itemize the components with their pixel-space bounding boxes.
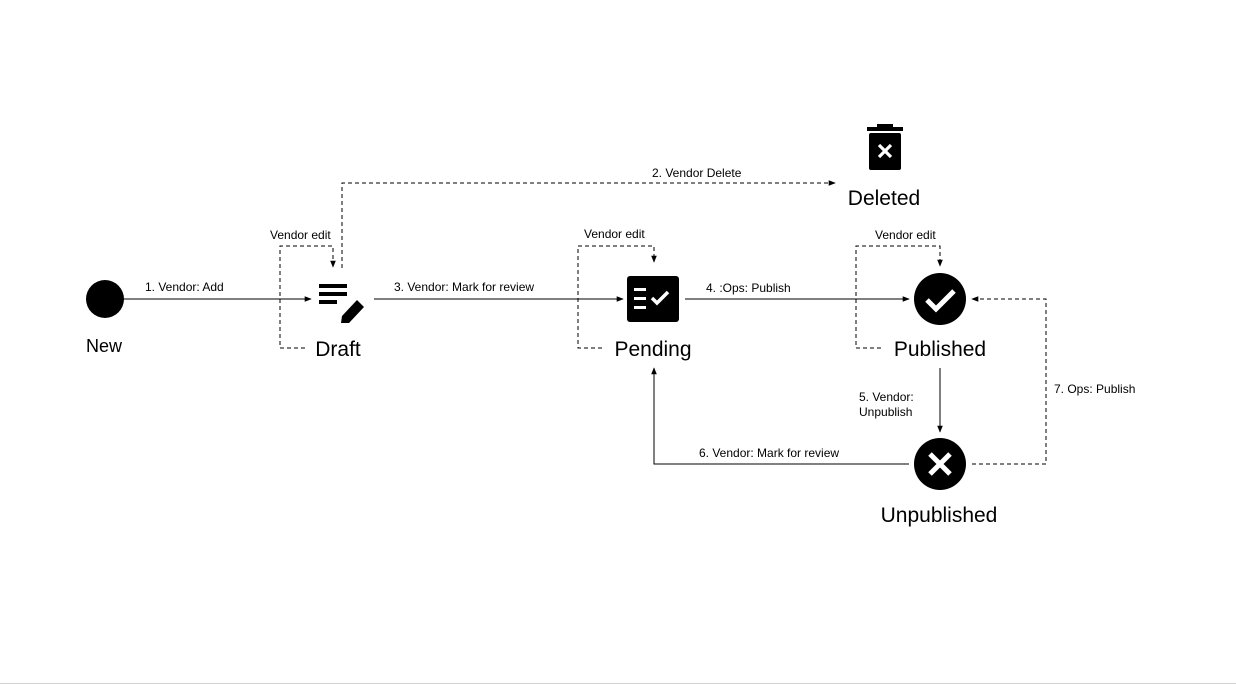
edit-notes-icon (319, 284, 364, 323)
edge-draft-to-deleted (341, 180, 836, 268)
edge-label-3: 3. Vendor: Mark for review (394, 280, 534, 294)
cancel-circle-icon (914, 438, 966, 490)
self-loop-label-published: Vendor edit (875, 228, 936, 242)
self-loop-pending (577, 245, 657, 349)
self-loop-published (855, 245, 943, 349)
node-label-pending: Pending (614, 338, 691, 361)
fact-check-icon (627, 276, 679, 322)
check-circle-icon (914, 273, 966, 325)
node-label-new: New (86, 336, 123, 356)
node-label-draft: Draft (315, 338, 361, 361)
self-loop-label-draft: Vendor edit (270, 228, 331, 242)
edge-label-2: 2. Vendor Delete (652, 166, 742, 180)
edge-label-1: 1. Vendor: Add (145, 280, 224, 294)
node-label-deleted: Deleted (848, 187, 920, 210)
edge-label-7: 7. Ops: Publish (1054, 382, 1135, 396)
node-label-published: Published (894, 338, 986, 361)
self-loop-draft (279, 245, 336, 349)
node-label-unpublished: Unpublished (881, 504, 998, 527)
edge-label-5-line2: Unpublish (859, 405, 912, 419)
self-loop-label-pending: Vendor edit (584, 227, 645, 241)
delete-forever-icon (867, 124, 903, 170)
edge-unpublished-to-published (971, 296, 1047, 465)
edge-unpublished-to-pending (651, 367, 909, 465)
filled-circle-icon (86, 280, 124, 318)
edge-label-4: 4. :Ops: Publish (706, 281, 791, 295)
edge-label-5-line1: 5. Vendor: (859, 390, 914, 404)
edge-label-6: 6. Vendor: Mark for review (699, 446, 839, 460)
